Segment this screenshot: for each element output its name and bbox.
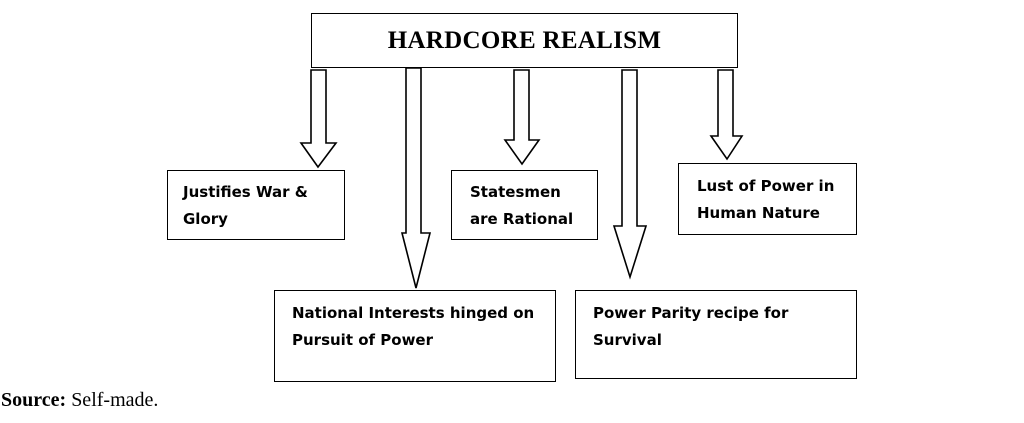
- node-label: Statesmen are Rational: [470, 183, 574, 228]
- node-label: Justifies War & Glory: [183, 183, 308, 228]
- diagram-title: HARDCORE REALISM: [387, 26, 662, 54]
- arrow-to-national: [400, 67, 432, 289]
- arrow-to-lust: [709, 69, 744, 161]
- arrow-to-parity: [612, 69, 648, 280]
- source-caption: Source: Self-made.: [1, 389, 158, 412]
- node-power-parity: Power Parity recipe for Survival: [575, 290, 857, 379]
- root-node: HARDCORE REALISM: [311, 13, 738, 68]
- source-text: Self-made.: [71, 389, 159, 411]
- node-national-interests: National Interests hinged on Pursuit of …: [274, 290, 556, 382]
- node-justifies-war: Justifies War & Glory: [167, 170, 345, 240]
- node-label: National Interests hinged on Pursuit of …: [292, 304, 535, 349]
- node-lust-of-power: Lust of Power in Human Nature: [678, 163, 857, 235]
- source-label: Source:: [1, 389, 67, 411]
- node-label: Lust of Power in Human Nature: [697, 177, 835, 222]
- arrow-to-war: [299, 69, 338, 169]
- node-statesmen-rational: Statesmen are Rational: [451, 170, 598, 240]
- arrow-to-statesmen: [503, 69, 541, 166]
- node-label: Power Parity recipe for Survival: [593, 304, 789, 349]
